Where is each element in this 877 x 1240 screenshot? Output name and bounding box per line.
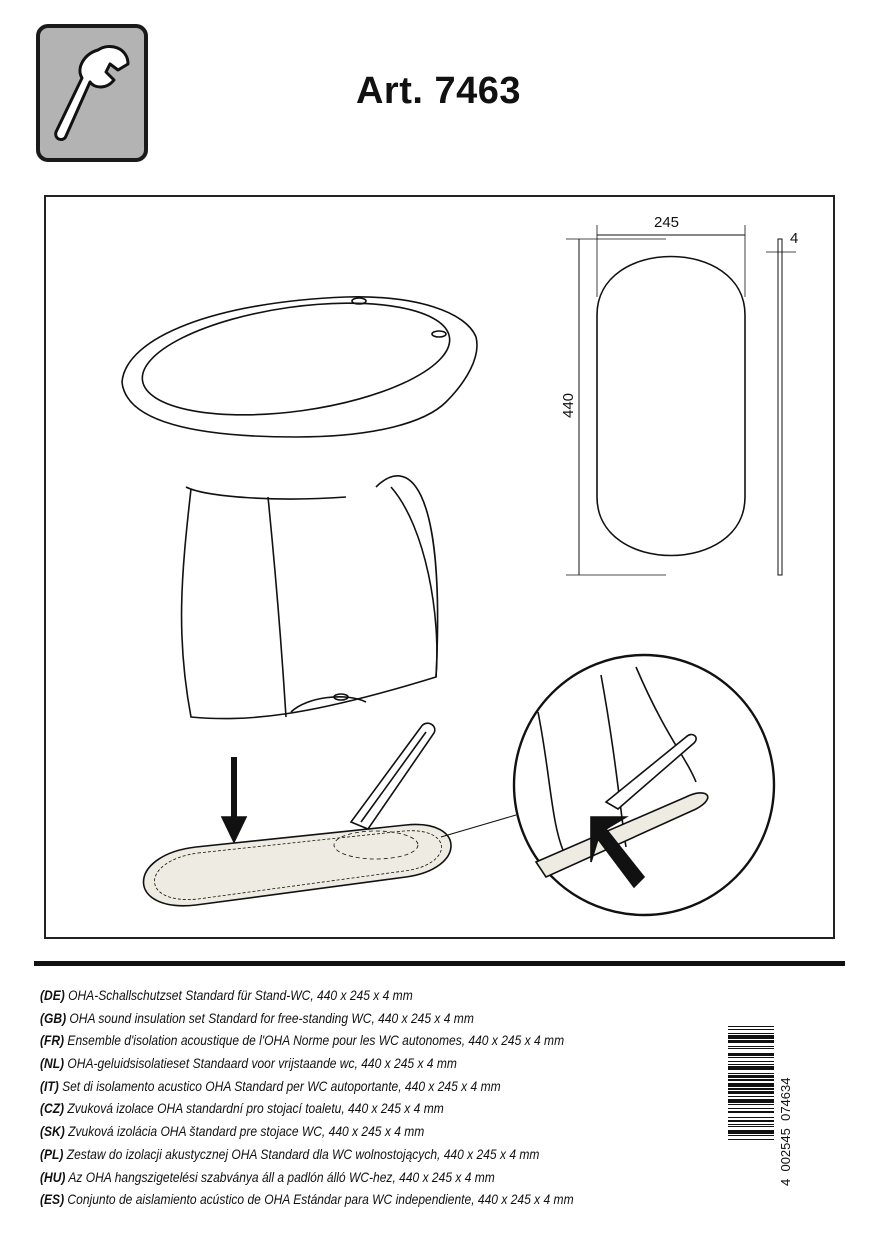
barcode-digits: 4 002545 074634 xyxy=(778,1026,794,1186)
description-text: Conjunto de aislamiento acústico de OHA … xyxy=(67,1191,574,1208)
toilet-illustration xyxy=(121,296,478,720)
language-code: (DE) xyxy=(40,987,65,1003)
barcode-bar xyxy=(728,1032,774,1034)
language-code: (IT) xyxy=(40,1077,59,1094)
barcode-bar xyxy=(728,1066,774,1071)
barcode-digit-prefix: 4 xyxy=(778,1178,793,1186)
language-code: (CZ) xyxy=(40,1100,65,1117)
language-code: (ES) xyxy=(40,1191,65,1208)
language-code: (NL) xyxy=(40,1055,65,1072)
description-gb: (GB) OHA sound insulation set Standard f… xyxy=(40,1007,574,1030)
barcode-bar xyxy=(728,1091,774,1094)
description-hu: (HU) Az OHA hangszigetelési szabványa ál… xyxy=(40,1166,574,1189)
language-code: (PL) xyxy=(40,1145,64,1162)
description-sk: (SK) Zvuková izolácia OHA štandard pre s… xyxy=(40,1120,574,1143)
description-text: Zvuková izolace OHA standardní pro stoja… xyxy=(67,1100,444,1117)
barcode-bar xyxy=(728,1026,774,1028)
dimension-drawing xyxy=(566,225,796,576)
description-pl: (PL) Zestaw do izolacji akustycznej OHA … xyxy=(40,1143,574,1166)
barcode-bar xyxy=(728,1117,774,1119)
language-code: (HU) xyxy=(40,1168,66,1185)
dimension-width-label: 245 xyxy=(654,214,680,231)
description-fr: (FR) Ensemble d'isolation acoustique de … xyxy=(40,1029,574,1052)
description-es: (ES) Conjunto de aislamiento acústico de… xyxy=(40,1188,574,1211)
barcode-bar xyxy=(728,1139,774,1141)
barcode-bar xyxy=(728,1104,774,1106)
barcode-bar xyxy=(728,1048,774,1050)
description-text: Az OHA hangszigetelési szabványa áll a p… xyxy=(68,1168,495,1185)
description-de: (DE) OHA-Schallschutzset Standard für St… xyxy=(40,984,574,1007)
barcode-bar xyxy=(728,1063,774,1065)
language-code: (GB) xyxy=(40,1009,67,1026)
description-list: (DE) OHA-Schallschutzset Standard für St… xyxy=(40,984,660,1211)
illustration-frame: 245 440 4 xyxy=(44,195,835,939)
barcode-bar xyxy=(728,1088,774,1090)
barcode-bar xyxy=(728,1083,774,1088)
utility-knife-icon xyxy=(349,722,436,830)
description-text: Set di isolamento acustico OHA Standard … xyxy=(62,1077,501,1094)
barcode-bar xyxy=(728,1126,774,1128)
description-nl: (NL) OHA-geluidsisolatieset Standaard vo… xyxy=(40,1052,574,1075)
description-text: OHA-geluidsisolatieset Standaard voor vr… xyxy=(67,1055,457,1072)
barcode-bar xyxy=(728,1040,774,1043)
description-text: Zestaw do izolacji akustycznej OHA Stand… xyxy=(66,1145,540,1162)
barcode-bar xyxy=(728,1061,774,1063)
description-it: (IT) Set di isolamento acustico OHA Stan… xyxy=(40,1075,574,1098)
dimension-length-label: 440 xyxy=(560,392,578,419)
wrench-icon-box xyxy=(36,24,148,162)
barcode-bar xyxy=(728,1110,774,1114)
barcode-bar xyxy=(728,1130,774,1134)
barcode-bar xyxy=(728,1075,774,1078)
description-text: OHA-Schallschutzset Standard für Stand-W… xyxy=(68,987,413,1003)
barcode-bar xyxy=(728,1035,774,1039)
barcode-bar xyxy=(728,1028,774,1030)
barcode-bar xyxy=(728,1098,774,1103)
description-text: Ensemble d'isolation acoustique de l'OHA… xyxy=(67,1032,565,1049)
barcode-bar xyxy=(728,1053,774,1056)
barcode: 4 002545 074634 xyxy=(728,1026,794,1186)
divider xyxy=(34,961,845,966)
barcode-bar xyxy=(728,1057,774,1059)
wrench-icon xyxy=(54,45,130,141)
insulation-mat xyxy=(142,823,452,907)
down-arrow-icon xyxy=(220,757,248,844)
article-title: Art. 7463 xyxy=(355,70,522,112)
language-code: (SK) xyxy=(40,1123,65,1140)
barcode-bar xyxy=(728,1045,774,1047)
barcode-digits-group-1: 002545 xyxy=(778,1128,793,1172)
description-cz: (CZ) Zvuková izolace OHA standardní pro … xyxy=(40,1097,574,1120)
barcode-bar xyxy=(728,1072,774,1075)
detail-zoom-circle xyxy=(512,653,776,917)
barcode-bar xyxy=(728,1096,774,1098)
barcode-bar xyxy=(728,1107,774,1110)
description-text: OHA sound insulation set Standard for fr… xyxy=(69,1009,474,1026)
barcode-bars xyxy=(728,1026,776,1182)
barcode-digits-group-2: 074634 xyxy=(778,1077,793,1121)
language-code: (FR) xyxy=(40,1032,65,1049)
description-text: Zvuková izolácia OHA štandard pre stojac… xyxy=(68,1123,425,1140)
dimension-thickness-label: 4 xyxy=(790,230,799,247)
barcode-bar xyxy=(728,1135,774,1137)
barcode-bar xyxy=(728,1079,774,1081)
barcode-bar xyxy=(728,1119,774,1123)
barcode-bar xyxy=(728,1123,774,1125)
